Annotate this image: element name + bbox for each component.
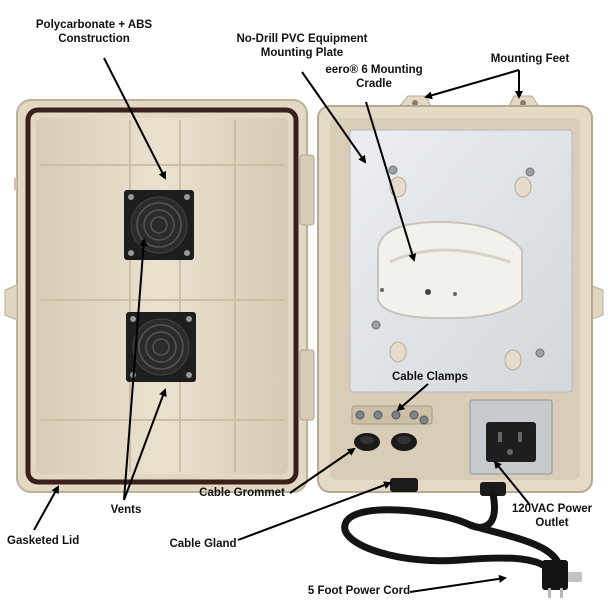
label-line: Cradle (356, 78, 392, 90)
label-gasketed-lid: Gasketed Lid (7, 535, 80, 547)
outlet-icon (469, 399, 553, 475)
plug-icon (542, 560, 582, 598)
label-power-cord: 5 Foot Power Cord (307, 585, 411, 597)
screw-icon (355, 410, 429, 425)
cable-gland (390, 478, 506, 496)
label-cable-clamps: Cable Clamps (391, 371, 469, 383)
label-line: Polycarbonate + ABS (35, 19, 153, 31)
callout-arrows (33, 57, 531, 593)
label-cable-grommet: Cable Grommet (199, 487, 285, 499)
label-cable-gland: Cable Gland (169, 538, 237, 550)
cable-grommet (354, 433, 417, 451)
cable-clamps (351, 405, 433, 425)
label-mounting-plate: No-Drill PVC Equipment Mounting Plate (227, 32, 377, 60)
fan-vent-icon (124, 190, 194, 260)
fan-vent-icon (126, 312, 196, 382)
gasketed-lid (4, 99, 308, 493)
hinges (299, 154, 315, 421)
label-line: Mounting Plate (260, 47, 344, 59)
label-power-outlet: 120VAC Power Outlet (504, 502, 600, 530)
label-line: Construction (58, 33, 130, 45)
screw-icon (371, 165, 545, 358)
label-line: eero® 6 Mounting (325, 64, 423, 76)
label-vents: Vents (110, 504, 142, 516)
label-line: 120VAC Power (511, 503, 593, 515)
label-line: No-Drill PVC Equipment (236, 33, 368, 45)
eero-cradle (377, 220, 523, 320)
label-line: Outlet (535, 517, 569, 529)
label-polycarbonate: Polycarbonate + ABS Construction (23, 18, 165, 46)
label-eero-cradle: eero® 6 Mounting Cradle (318, 63, 430, 91)
label-mounting-feet: Mounting Feet (490, 53, 570, 65)
